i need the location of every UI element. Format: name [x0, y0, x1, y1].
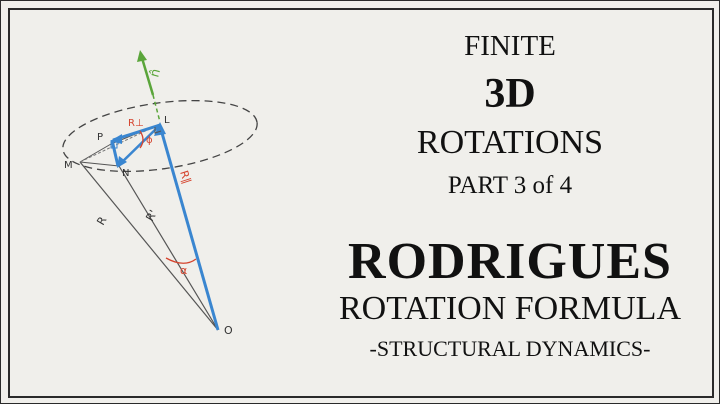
- rotation-circle: [62, 99, 258, 173]
- title-3d: 3D: [484, 71, 536, 117]
- segment-LN: [117, 124, 161, 167]
- vector-R-line: [79, 161, 219, 331]
- title-part: PART 3 of 4: [447, 172, 573, 199]
- right-angle-P: [110, 141, 118, 149]
- label-M: M: [64, 160, 73, 171]
- label-O: O: [224, 324, 233, 337]
- label-P: P: [97, 132, 103, 143]
- label-R: R: [94, 214, 109, 227]
- label-N: N: [122, 168, 129, 179]
- title-rotation-formula: ROTATION FORMULA: [338, 290, 681, 327]
- right-angle-L: [154, 127, 162, 134]
- title-rodrigues: RODRIGUES: [348, 233, 672, 290]
- title-structural-dynamics: -STRUCTURAL DYNAMICS-: [369, 336, 651, 361]
- axis-n-line: [140, 57, 155, 96]
- vector-R-par-line: [158, 125, 220, 331]
- phi-arc: [139, 130, 144, 149]
- chord-MN: [79, 161, 120, 167]
- alpha-arc: [165, 257, 197, 264]
- axis-dashed-line: [152, 94, 161, 123]
- vector-R-prime-line: [118, 165, 219, 331]
- label-R-perp: R⊥: [128, 118, 144, 129]
- label-phi: ϕ: [146, 135, 153, 146]
- axis-n-arrowhead: [137, 50, 147, 62]
- label-R-par: R∥: [177, 169, 193, 186]
- label-n-hat: n̂: [147, 67, 164, 79]
- inner-frame: [8, 8, 714, 398]
- label-alpha: α: [180, 264, 187, 277]
- title-finite: FINITE: [464, 30, 556, 62]
- segment-LN-arrowhead: [117, 156, 127, 168]
- segment-PN: [110, 139, 120, 167]
- title-rotations: ROTATIONS: [416, 124, 604, 161]
- label-L: L: [164, 115, 170, 126]
